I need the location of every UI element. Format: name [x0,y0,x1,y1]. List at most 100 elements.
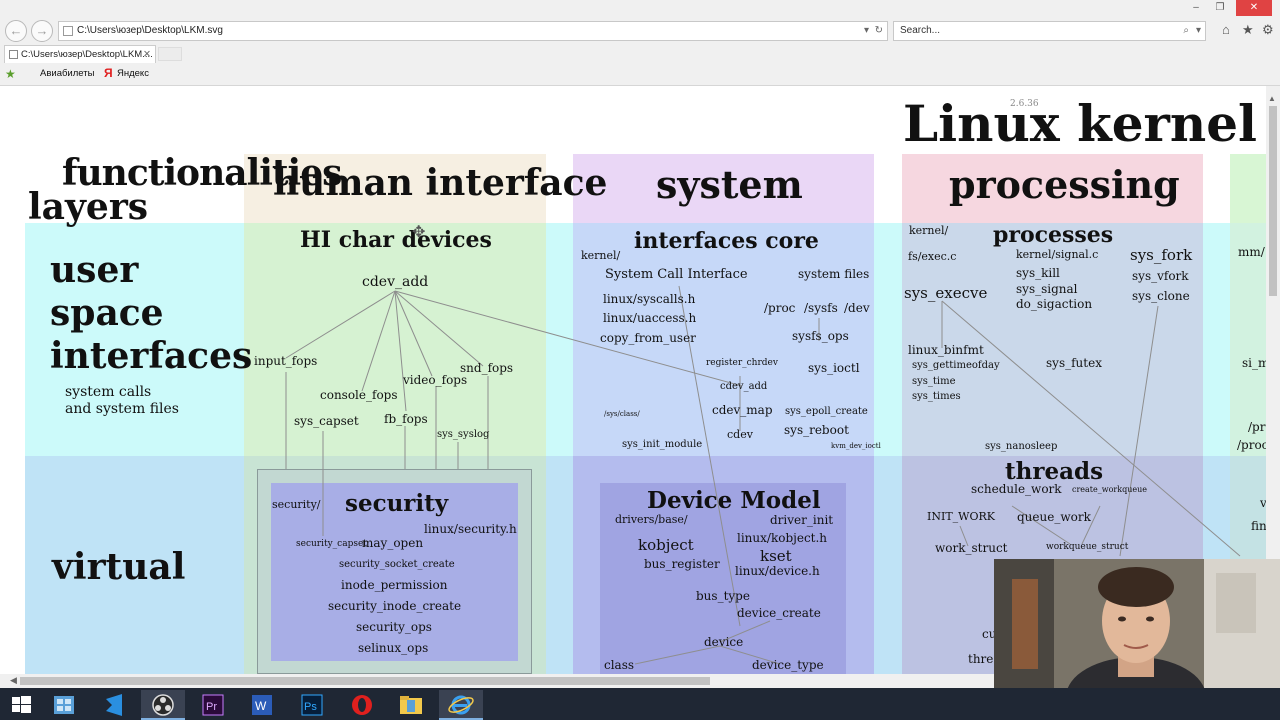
security-socket-create[interactable]: security_socket_create [339,559,455,570]
sys-time[interactable]: sys_time [912,376,956,387]
hi-cdev-add[interactable]: cdev_add [362,274,429,290]
hi-console-fops[interactable]: console_fops [320,388,398,402]
sys-init-module[interactable]: sys_init_module [622,439,703,450]
syscalls-h[interactable]: linux/syscalls.h [603,292,696,306]
sys-clone[interactable]: sys_clone [1132,289,1190,303]
sys-execve[interactable]: sys_execve [904,284,988,302]
favorites-add-icon[interactable]: ★ [5,67,16,81]
selinux-ops[interactable]: selinux_ops [358,641,429,655]
drivers-base-dir[interactable]: drivers/base/ [615,513,688,526]
settings-gear-icon[interactable]: ⚙ [1262,22,1274,37]
work-struct[interactable]: work_struct [935,541,1008,555]
sys-times[interactable]: sys_times [912,391,961,402]
fin-partial[interactable]: fin [1251,519,1266,533]
close-window-icon[interactable]: ✕ [1236,0,1272,16]
kvm-dev-ioctl[interactable]: kvm_dev_ioctl [831,442,881,450]
taskbar-app-file-explorer[interactable] [389,690,433,720]
proc-dir[interactable]: /proc [764,301,796,315]
forward-button[interactable]: → [31,20,53,42]
taskbar-app-explorer-grid[interactable] [42,690,86,720]
tab-close-icon[interactable]: ✕ [143,49,151,60]
home-icon[interactable]: ⌂ [1222,22,1230,37]
taskbar-app-opera[interactable] [340,690,384,720]
taskbar-app-obs[interactable] [141,690,185,720]
driver-init[interactable]: driver_init [770,513,834,527]
hi-fb-fops[interactable]: fb_fops [384,412,428,426]
sys-class-dir[interactable]: /sys/class/ [604,410,640,418]
scroll-up-icon[interactable]: ▲ [1268,94,1276,103]
sys-kill[interactable]: sys_kill [1016,266,1060,280]
dev-dir[interactable]: /dev [844,301,870,315]
sys-signal[interactable]: sys_signal [1016,282,1078,296]
security-inode-create[interactable]: security_inode_create [328,599,462,613]
kobject-h[interactable]: linux/kobject.h [737,531,828,545]
sys-futex[interactable]: sys_futex [1046,356,1102,370]
taskbar-app-premiere[interactable]: Pr [191,690,235,720]
sys-kernel-dir[interactable]: kernel/ [581,249,621,262]
security-inode-permission[interactable]: inode_permission [341,578,448,592]
hi-input-fops[interactable]: input_fops [254,354,318,368]
minimize-icon[interactable]: – [1193,2,1199,13]
cdev-map[interactable]: cdev_map [712,403,773,417]
new-tab-button[interactable] [158,47,182,61]
restore-icon[interactable]: ❐ [1215,2,1225,13]
workqueue-struct[interactable]: workqueue_struct [1046,542,1129,552]
security-ops[interactable]: security_ops [356,620,432,634]
sys-reboot[interactable]: sys_reboot [784,423,849,437]
pro-partial[interactable]: /pro [1248,420,1266,434]
hi-sys-capset[interactable]: sys_capset [294,414,359,428]
mm-dir-partial[interactable]: mm/ [1238,245,1265,259]
vertical-scroll-thumb[interactable] [1269,106,1277,296]
device[interactable]: device [704,635,744,649]
taskbar-app-internet-explorer[interactable] [439,690,483,720]
copy-from-user[interactable]: copy_from_user [600,331,696,345]
security-capset[interactable]: security_capset [296,539,367,549]
sys-cdev-add[interactable]: cdev_add [720,381,768,392]
address-bar[interactable]: C:\Users\юзер\Desktop\LKM.svg ▾ ↻ [58,21,888,41]
si-m-partial[interactable]: si_m [1242,356,1266,370]
hi-sys-syslog[interactable]: sys_syslog [437,429,490,440]
v-partial[interactable]: v [1260,496,1266,510]
dropdown-icon[interactable]: ▾ [863,25,869,36]
linux-binfmt[interactable]: linux_binfmt [908,343,984,357]
security-dir[interactable]: security/ [272,498,321,511]
refresh-icon[interactable]: ↻ [874,25,883,36]
schedule-work[interactable]: schedule_work [971,482,1062,496]
fs-exec-c[interactable]: fs/exec.c [908,250,957,263]
device-create[interactable]: device_create [737,606,821,620]
system-files[interactable]: system files [798,267,870,281]
proc-kernel-dir[interactable]: kernel/ [909,224,949,237]
bus-type[interactable]: bus_type [696,589,750,603]
sys-vfork[interactable]: sys_vfork [1132,269,1189,283]
kobject[interactable]: kobject [638,536,694,554]
proca-partial[interactable]: /proca [1237,438,1266,452]
favorites-star-icon[interactable]: ★ [1242,22,1254,37]
bus-register[interactable]: bus_register [644,557,720,571]
search-dropdown-icon[interactable]: ▾ [1195,25,1201,36]
search-icon[interactable]: ⌕ [1183,25,1189,36]
hi-video-fops[interactable]: video_fops [403,373,468,387]
kset[interactable]: kset [760,547,792,565]
security-may-open[interactable]: may_open [362,536,424,550]
cu-partial[interactable]: cu [982,627,997,641]
sysfs-dir[interactable]: /sysfs [804,301,838,315]
back-button[interactable]: ← [5,20,27,42]
threa-partial[interactable]: threa [968,652,1001,666]
tab-lkm-svg[interactable]: C:\Users\юзер\Desktop\LKM.... ✕ [4,45,156,63]
hi-snd-fops[interactable]: snd_fops [460,361,514,375]
sys-nanosleep[interactable]: sys_nanosleep [985,441,1058,452]
vertical-scrollbar[interactable]: ▲ [1266,86,1280,674]
class[interactable]: class [604,658,635,672]
kernel-signal-c[interactable]: kernel/signal.c [1016,248,1099,261]
cdev[interactable]: cdev [727,428,753,441]
taskbar-app-photoshop[interactable]: Ps [290,690,334,720]
create-workqueue[interactable]: create_workqueue [1072,485,1147,494]
search-input[interactable]: Search... ⌕ ▾ [893,21,1206,41]
do-sigaction[interactable]: do_sigaction [1016,297,1093,311]
sys-ioctl[interactable]: sys_ioctl [808,361,860,375]
scroll-left-icon[interactable]: ◀ [10,675,17,685]
uaccess-h[interactable]: linux/uaccess.h [603,311,697,325]
sys-gettimeofday[interactable]: sys_gettimeofday [912,360,1000,371]
queue-work[interactable]: queue_work [1017,510,1091,524]
device-type[interactable]: device_type [752,658,824,672]
